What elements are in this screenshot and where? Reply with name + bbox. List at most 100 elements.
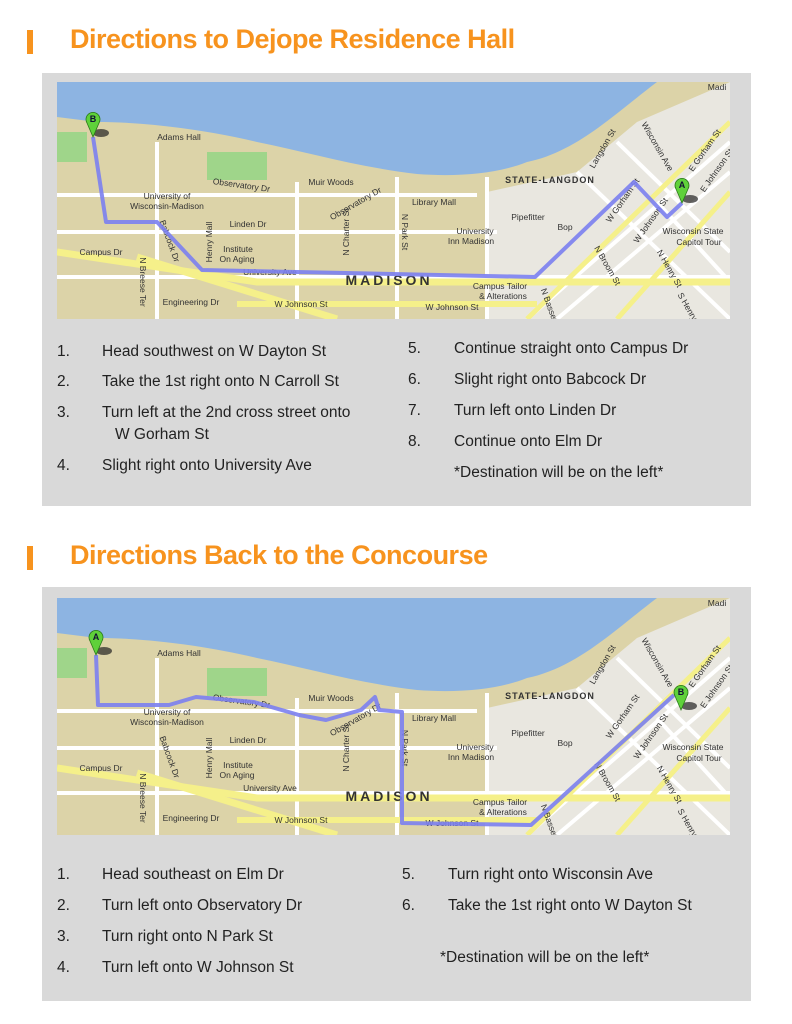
map-label: W Johnson St [275,299,329,309]
map-label: Henry Mall [204,222,214,263]
map-label: Engineering Dr [163,297,220,307]
street [615,656,730,770]
step-number: 6. [402,897,415,914]
map-label: Campus Tailor [473,281,527,291]
map-label: University [456,742,494,752]
start-marker[interactable]: A [674,177,698,205]
destination-marker[interactable]: B [673,684,697,712]
map-label: Muir Woods [308,693,353,703]
step-text: Head southwest on W Dayton St [102,343,327,360]
street [555,686,730,835]
map-label: Madi [708,598,727,608]
step-text: Take the 1st right onto W Dayton St [448,897,692,914]
step-text: Continue straight onto Campus Dr [454,340,689,357]
section-marker [27,30,33,54]
section-marker [27,546,33,570]
step-number: 1. [57,343,70,360]
step-text: Take the 1st right onto N Carroll St [102,373,339,390]
pin-shadow [96,647,112,655]
map-label: Engineering Dr [163,813,220,823]
map-label: N Breese Ter [138,773,148,823]
map-label: W Johnson St [426,302,480,312]
main-road [57,764,730,802]
green-space [57,132,87,162]
e-johnson-st-road [615,706,730,835]
destination-note: *Destination will be on the left* [454,464,664,481]
map-label: Campus Tailor [473,797,527,807]
main-road [135,769,339,835]
map-label: Library Mall [412,713,456,723]
step-number: 3. [57,404,70,421]
main-road [135,253,339,319]
step-number: 3. [57,928,70,945]
street [575,170,730,319]
map-label: N Breese Ter [138,257,148,307]
map-label: Wisconsin-Madison [130,717,204,727]
step-text: Turn right onto Wisconsin Ave [448,866,654,883]
w-gorham-st-road [525,120,730,319]
step-text: Slight right onto Babcock Dr [454,371,647,388]
lake-mendota [57,598,730,692]
map-label: On Aging [220,770,255,780]
map-label: Pipefitter [511,212,545,222]
map-label: STATE-LANGDON [505,691,595,701]
map-label: Bop [557,222,572,232]
map-label: University Ave [243,783,297,793]
section-title-back-to-concourse: Directions Back to the Concourse [70,540,488,570]
step-text: Turn left onto Linden Dr [454,402,617,419]
map-label: Bop [557,738,572,748]
map-label: Adams Hall [157,648,201,658]
map-label: University of [144,707,191,717]
pin-shadow [681,702,697,710]
pin-label: A [93,632,100,642]
street [555,170,730,319]
green-space [207,152,267,180]
map-label: Inn Madison [448,236,495,246]
start-marker[interactable]: A [88,629,112,657]
destination-note: *Destination will be on the left* [440,949,650,966]
street [575,686,730,835]
step-number: 6. [408,371,421,388]
step-number: 5. [402,866,415,883]
map-label: Pipefitter [511,728,545,738]
map-label: Adams Hall [157,132,201,142]
map-label: MADISON [345,788,432,804]
step-text: Turn left onto Observatory Dr [102,897,303,914]
step-number: 2. [57,897,70,914]
step-number: 2. [57,373,70,390]
map-label: N Charter St [341,724,351,772]
step-text: Turn left at the 2nd cross street onto [102,404,351,421]
map-label: Madi [708,82,727,92]
pin-shadow [682,195,698,203]
map-pin-icon [674,177,690,205]
step-text: Slight right onto University Ave [102,457,312,474]
step-text-continued: W Gorham St [115,426,209,443]
map-label: Henry Mall [204,738,214,779]
map-pin-icon [85,111,101,139]
step-number: 1. [57,866,70,883]
pin-label: B [90,114,97,124]
green-space [207,668,267,696]
map-label: University of [144,191,191,201]
map-label: W Johnson St [275,815,329,825]
map-label: Wisconsin State [663,742,724,752]
map-label: & Alterations [479,291,527,301]
step-number: 5. [408,340,421,357]
map-label: Muir Woods [308,177,353,187]
map-label: Linden Dr [230,735,267,745]
map-label: Campus Dr [80,247,123,257]
street [615,140,730,254]
map-pin-icon [88,629,104,657]
step-number: 8. [408,433,421,450]
map-label: N Park St [400,214,410,251]
section-title-to-dejope: Directions to Dejope Residence Hall [70,24,515,54]
map-label: Capitol Tour [676,753,721,763]
map-label: Campus Dr [80,763,123,773]
map-label: & Alterations [479,807,527,817]
destination-marker[interactable]: B [85,111,109,139]
step-text: Continue onto Elm Dr [454,433,603,450]
